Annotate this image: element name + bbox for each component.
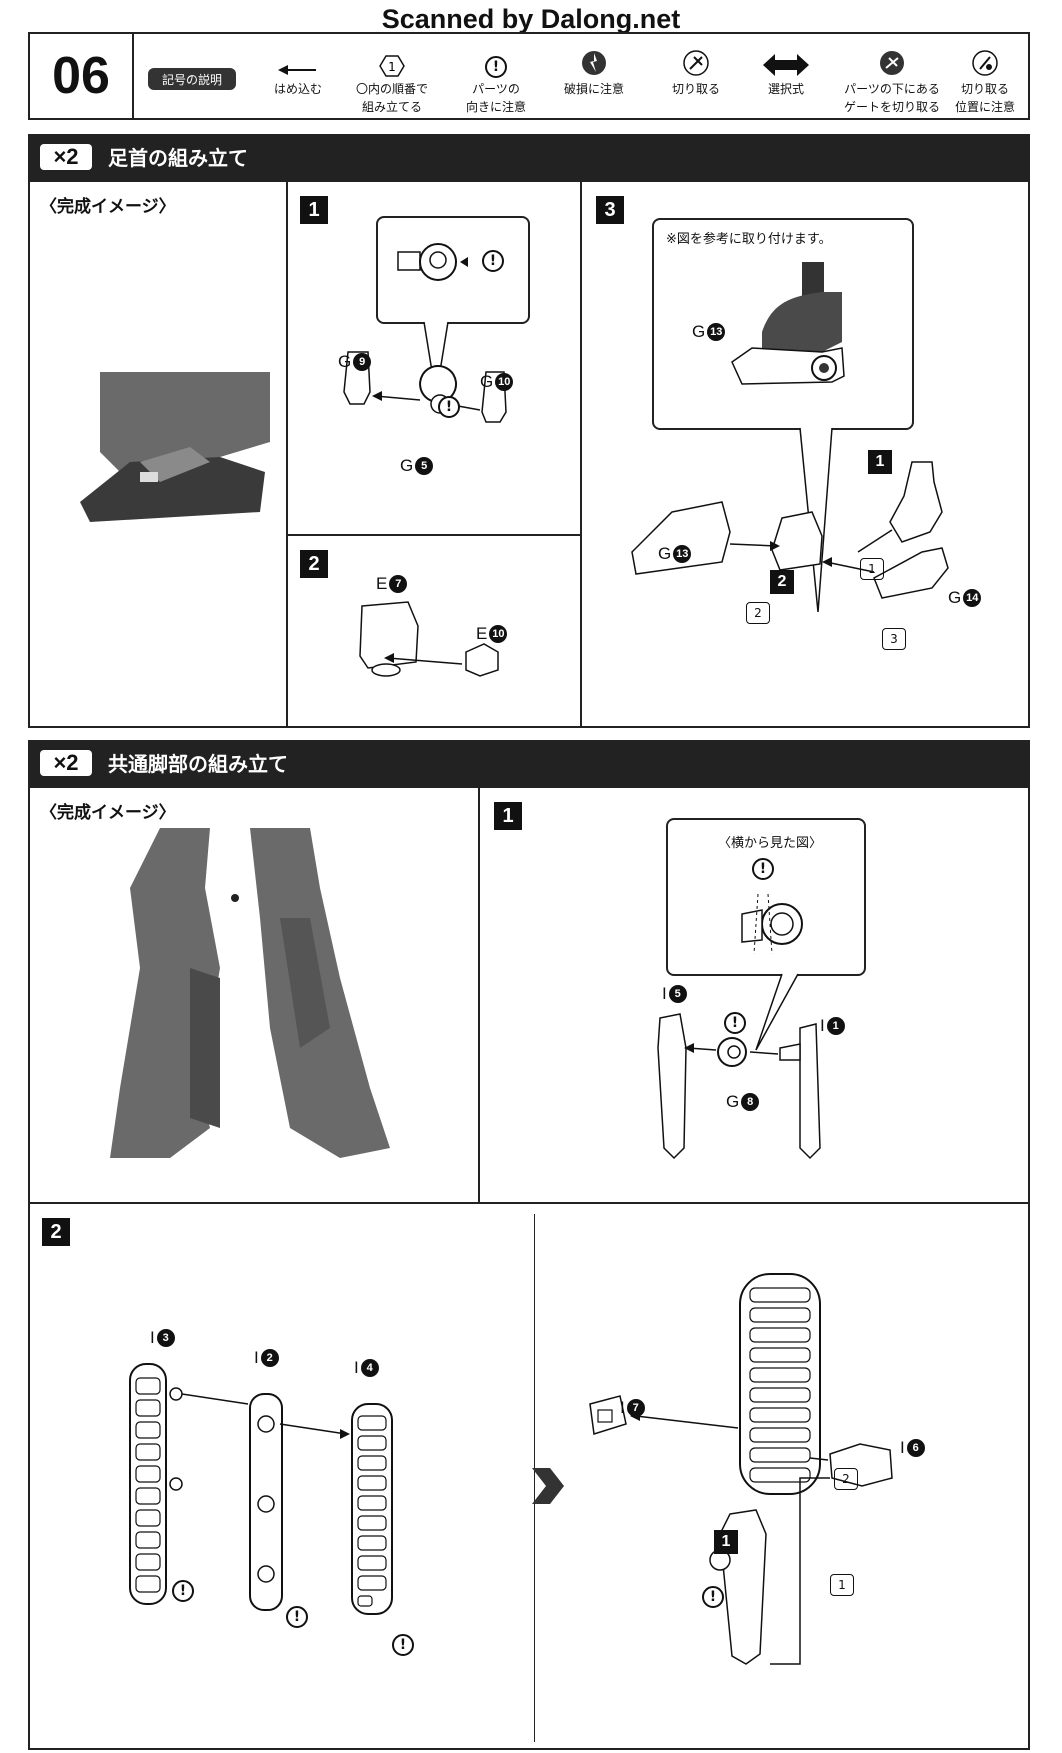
gate-cut-icon (880, 51, 904, 75)
detail-callout-content (741, 893, 803, 1051)
step-number-badge: 2 (42, 1218, 70, 1246)
ankle-step3-diagram (631, 461, 949, 599)
leg-render-image (110, 828, 390, 1158)
legend-item-insert: はめ込む (244, 34, 352, 118)
legend-item-order: 1 〇内の順番で組み立てる (338, 34, 446, 118)
legend-item-break: 破損に注意 (540, 34, 648, 118)
section-header-leg: ×2 共通脚部の組み立て (28, 740, 1030, 786)
sub-step-badge: 1 (714, 1530, 738, 1554)
legend-badge: 記号の説明 (148, 68, 236, 90)
order-marker: 2 (746, 602, 770, 624)
orientation-warning-icon: ! (438, 396, 460, 418)
detail-callout-content (397, 243, 468, 397)
step-number-badge: 2 (300, 550, 328, 578)
step-number-badge: 1 (300, 196, 328, 224)
arrow-left-icon (278, 65, 316, 75)
order-marker: 1 (860, 558, 884, 580)
track-mount-diagram (589, 1273, 893, 1665)
step-number-badge: 3 (596, 196, 624, 224)
section-title: 共通脚部の組み立て (108, 752, 288, 776)
legend-item-choice: 選択式 (732, 34, 840, 118)
orientation-warning-icon: ! (752, 858, 774, 880)
circled-one-icon: 1 (379, 55, 405, 77)
sub-step-badge: 1 (868, 450, 892, 474)
order-marker: 3 (882, 628, 906, 650)
break-warning-icon (582, 51, 606, 75)
section-title: 足首の組み立て (108, 146, 248, 170)
complete-image-caption: 〈完成イメージ〉 (40, 803, 176, 823)
orientation-warning-icon: ! (392, 1634, 414, 1656)
orientation-warning-icon: ! (702, 1586, 724, 1608)
multiplier-badge: ×2 (40, 750, 92, 776)
cut-position-icon (972, 50, 998, 76)
cut-icon (683, 50, 709, 76)
order-marker: 1 (830, 1574, 854, 1596)
legend-item-cut-position: 切り取る位置に注意 (942, 34, 1028, 118)
step-number-badge: 1 (494, 802, 522, 830)
step-number: 06 (30, 34, 134, 118)
orientation-warning-icon: ! (286, 1606, 308, 1628)
orientation-warning-icon: ! (724, 1012, 746, 1034)
legend-item-gate: パーツの下にあるゲートを切り取る (838, 34, 946, 118)
next-step-arrow-icon (532, 1468, 564, 1504)
complete-image-panel: 〈完成イメージ〉 (28, 180, 288, 728)
reference-note: ※図を参考に取り付けます。 (666, 232, 832, 247)
side-view-caption: 〈横から見た図〉 (718, 836, 823, 851)
section-header-ankle: ×2 足首の組み立て (28, 134, 1030, 180)
legend-bar: 06 記号の説明 はめ込む 1 〇内の順番で組み立てる ! パーツの向きに注意 … (28, 32, 1030, 120)
ankle-step2-diagram (359, 601, 499, 677)
detail-callout-content (731, 262, 845, 612)
legend-item-cut: 切り取る (642, 34, 750, 118)
track-assembly-diagram (129, 1363, 393, 1615)
detail-callout (666, 818, 866, 976)
scanner-credit: Scanned by Dalong.net (381, 4, 681, 34)
complete-image-caption: 〈完成イメージ〉 (40, 197, 176, 217)
legend-item-orientation: ! パーツの向きに注意 (442, 34, 550, 118)
divider (534, 1214, 535, 1742)
ankle-render-image (80, 372, 270, 522)
leg-step1-diagram (657, 1013, 821, 1160)
choice-arrows-icon (763, 54, 809, 76)
svg-text:1: 1 (388, 60, 396, 74)
orientation-warning-icon: ! (482, 250, 504, 272)
order-marker: 2 (834, 1468, 858, 1490)
exclamation-icon: ! (485, 56, 507, 78)
multiplier-badge: ×2 (40, 144, 92, 170)
complete-image-panel: 〈完成イメージ〉 (28, 786, 480, 1204)
orientation-warning-icon: ! (172, 1580, 194, 1602)
sub-step-badge: 2 (770, 570, 794, 594)
